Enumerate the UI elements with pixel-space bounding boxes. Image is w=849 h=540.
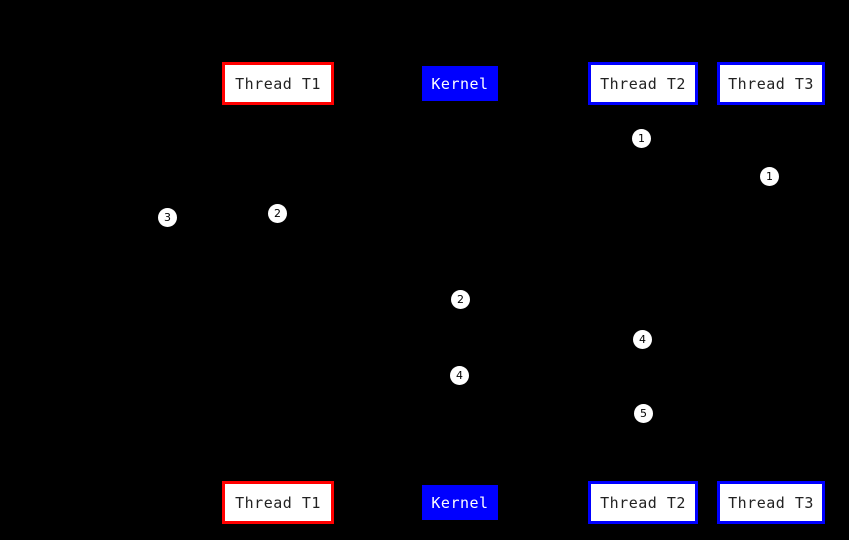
sequence-number-badge: 4	[450, 366, 469, 385]
sequence-number-badge: 4	[633, 330, 652, 349]
participant-label-kernel: Kernel	[431, 74, 489, 93]
participant-box-kernelb[interactable]: Kernel	[422, 485, 498, 520]
participant-box-kernel[interactable]: Kernel	[422, 66, 498, 101]
sequence-number-badge: 1	[760, 167, 779, 186]
participant-box-t1b[interactable]: Thread T1	[222, 481, 334, 524]
participant-box-t1[interactable]: Thread T1	[222, 62, 334, 105]
participant-box-t2[interactable]: Thread T2	[588, 62, 698, 105]
sequence-number-badge: 2	[451, 290, 470, 309]
participant-label-t3: Thread T3	[728, 74, 814, 93]
participant-label-t3b: Thread T3	[728, 493, 814, 512]
participant-label-t1b: Thread T1	[235, 493, 321, 512]
participant-label-t2: Thread T2	[600, 74, 686, 93]
lifeline-ll-t1	[278, 105, 279, 481]
lifeline-ll-t2	[643, 105, 644, 481]
sequence-number-badge: 2	[268, 204, 287, 223]
participant-box-t3[interactable]: Thread T3	[717, 62, 825, 105]
sequence-number-badge: 5	[634, 404, 653, 423]
participant-label-kernelb: Kernel	[431, 493, 489, 512]
participant-box-t2b[interactable]: Thread T2	[588, 481, 698, 524]
sequence-number-badge: 1	[632, 129, 651, 148]
lifeline-ll-t3	[771, 105, 772, 481]
participant-label-t1: Thread T1	[235, 74, 321, 93]
participant-box-t3b[interactable]: Thread T3	[717, 481, 825, 524]
participant-label-t2b: Thread T2	[600, 493, 686, 512]
sequence-number-badge: 3	[158, 208, 177, 227]
